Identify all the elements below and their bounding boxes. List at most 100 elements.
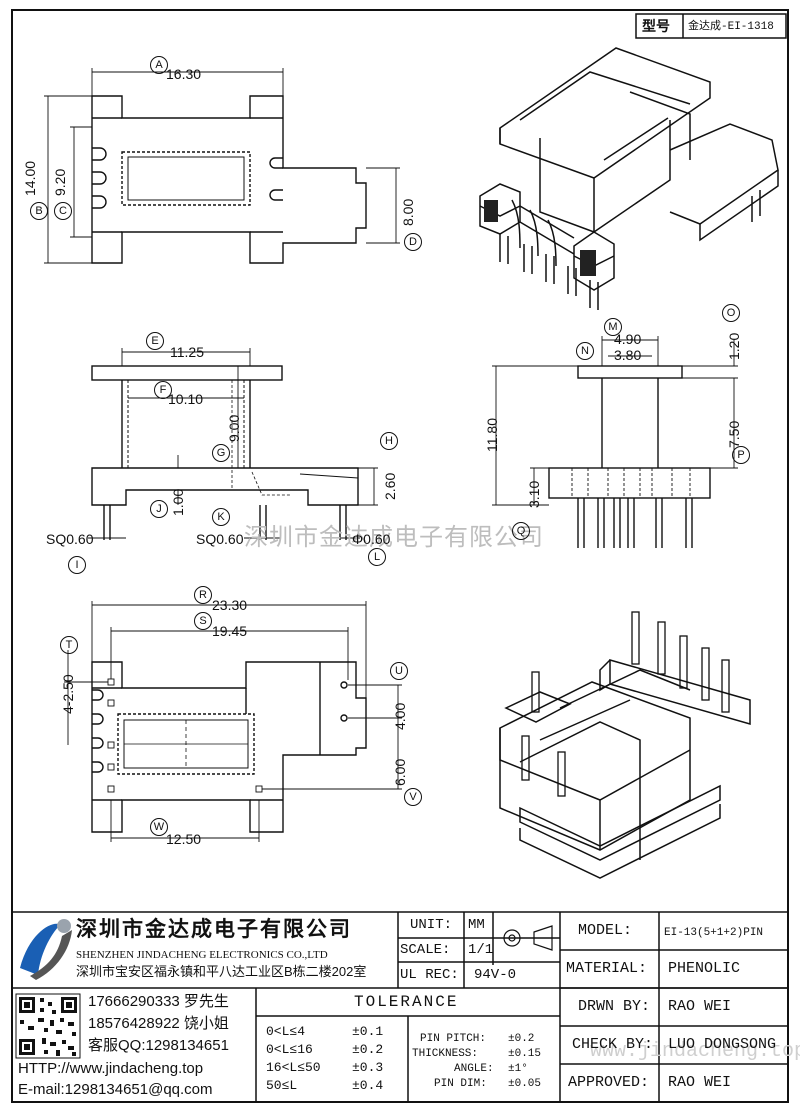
dim-t: 4-2.50 xyxy=(60,674,76,714)
dim-n: 3.80 xyxy=(614,347,642,363)
balloon-i: I xyxy=(68,556,86,574)
ul-value: 94V-0 xyxy=(474,967,517,983)
dim-o: 1.20 xyxy=(726,332,742,360)
dim-c: 9.20 xyxy=(52,168,68,196)
contact-qq: 客服QQ:1298134651 xyxy=(88,1037,229,1054)
dim-d: 8.00 xyxy=(400,198,416,226)
check-value: LUO DONGSONG xyxy=(668,1036,777,1053)
material-label: MATERIAL: xyxy=(566,960,648,977)
iso-view-bottom xyxy=(499,611,751,879)
front-view-dims xyxy=(88,348,378,539)
bottom-view-dims xyxy=(64,601,402,842)
dim-b: 14.00 xyxy=(22,160,38,196)
scale-label: SCALE: xyxy=(400,942,451,958)
header-box xyxy=(635,13,787,39)
check-label: CHECK BY: xyxy=(572,1036,654,1053)
top-view-dims xyxy=(44,68,400,264)
dim-u: 4.00 xyxy=(392,702,408,730)
contact-email[interactable]: E-mail:1298134651@qq.com xyxy=(18,1081,213,1098)
unit-value: MM xyxy=(468,917,485,933)
side-view xyxy=(548,365,711,548)
balloon-c: C xyxy=(54,202,72,220)
pin-label-2: ANGLE: xyxy=(454,1063,494,1075)
pin-label-1: THICKNESS: xyxy=(412,1048,479,1060)
balloon-b: B xyxy=(30,202,48,220)
dim-h: 2.60 xyxy=(382,472,398,500)
pin-value-2: ±1° xyxy=(508,1063,528,1075)
dim-q: 3.10 xyxy=(526,480,542,508)
contact-http[interactable]: HTTP://www.jindacheng.top xyxy=(18,1060,204,1077)
scale-value: 1/1 xyxy=(468,942,494,958)
dim-l: Φ0.60 xyxy=(352,531,391,547)
company-name-en: SHENZHEN JINDACHENG ELECTRONICS CO.,LTD xyxy=(76,949,328,961)
dim-w: 12.50 xyxy=(166,831,202,847)
dim-r: 23.30 xyxy=(212,597,248,613)
dim-e: 11.25 xyxy=(170,344,204,360)
balloon-o: O xyxy=(722,304,740,322)
balloon-l: L xyxy=(368,548,386,566)
dim-j: 1.00 xyxy=(170,488,186,516)
approved-value: RAO WEI xyxy=(668,1074,732,1091)
tol-value-1: ±0.2 xyxy=(352,1042,384,1057)
dim-m: 4.90 xyxy=(614,331,642,347)
model-value: EI-13(5+1+2)PIN xyxy=(664,927,764,939)
dim-a: 16.30 xyxy=(166,66,202,82)
balloon-p: P xyxy=(732,446,750,464)
dim-p: 7.50 xyxy=(726,420,742,448)
balloon-s: S xyxy=(194,612,212,630)
contact-phone2: 18576428922 饶小姐 xyxy=(88,1015,229,1032)
balloon-w: W xyxy=(150,818,168,836)
dim-s: 19.45 xyxy=(212,623,248,639)
dim-g: 9.00 xyxy=(226,414,242,442)
balloon-t: T xyxy=(60,636,78,654)
tol-value-3: ±0.4 xyxy=(352,1078,384,1093)
front-view xyxy=(91,365,359,540)
dim-v: 6.00 xyxy=(392,758,408,786)
tolerance-title: TOLERANCE xyxy=(354,993,459,1011)
ul-label: UL REC: xyxy=(400,967,459,983)
tol-range-0: 0<L≤4 xyxy=(266,1024,306,1039)
header-model-label: 型号 xyxy=(642,18,670,34)
dim-k: SQ0.60 xyxy=(196,531,244,547)
tol-range-1: 0<L≤16 xyxy=(266,1042,313,1057)
tol-range-3: 50≤L xyxy=(266,1078,298,1093)
dim-i: SQ0.60 xyxy=(46,531,94,547)
unit-label: UNIT: xyxy=(410,917,453,933)
balloon-q: Q xyxy=(512,522,530,540)
drawn-value: RAO WEI xyxy=(668,998,732,1015)
contact-phone1: 17666290333 罗先生 xyxy=(88,993,229,1010)
header-model-value: 金达成-EI-1318 xyxy=(688,21,774,33)
drawn-label: DRWN BY: xyxy=(578,998,651,1015)
balloon-u: U xyxy=(390,662,408,680)
pin-label-0: PIN PITCH: xyxy=(420,1033,487,1045)
title-block xyxy=(12,911,788,1102)
pin-value-0: ±0.2 xyxy=(508,1033,535,1045)
company-address: 深圳市宝安区福永镇和平八达工业区B栋二楼202室 xyxy=(76,964,367,979)
approved-label: APPROVED: xyxy=(568,1074,650,1091)
balloon-f: F xyxy=(154,381,172,399)
watermark-text: 深圳市金达成电子有限公司 xyxy=(244,523,544,551)
tol-value-0: ±0.1 xyxy=(352,1024,384,1039)
balloon-j: J xyxy=(150,500,168,518)
pin-value-3: ±0.05 xyxy=(508,1078,542,1090)
balloon-h: H xyxy=(380,432,398,450)
material-value: PHENOLIC xyxy=(668,960,741,977)
balloon-e: E xyxy=(146,332,164,350)
balloon-r: R xyxy=(194,586,212,604)
bottom-view xyxy=(91,661,367,833)
balloon-a: A xyxy=(150,56,168,74)
pin-value-1: ±0.15 xyxy=(508,1048,542,1060)
watermark-url: www.jindacheng.top xyxy=(590,1040,800,1063)
balloon-n: N xyxy=(576,342,594,360)
balloon-v: V xyxy=(404,788,422,806)
qr-code xyxy=(15,993,81,1059)
pin-label-3: PIN DIM: xyxy=(434,1078,487,1090)
tol-range-2: 16<L≤50 xyxy=(266,1060,321,1075)
balloon-m: M xyxy=(604,318,622,336)
iso-view-top xyxy=(479,47,779,310)
top-view xyxy=(91,95,367,264)
balloon-d: D xyxy=(404,233,422,251)
tol-value-2: ±0.3 xyxy=(352,1060,384,1075)
